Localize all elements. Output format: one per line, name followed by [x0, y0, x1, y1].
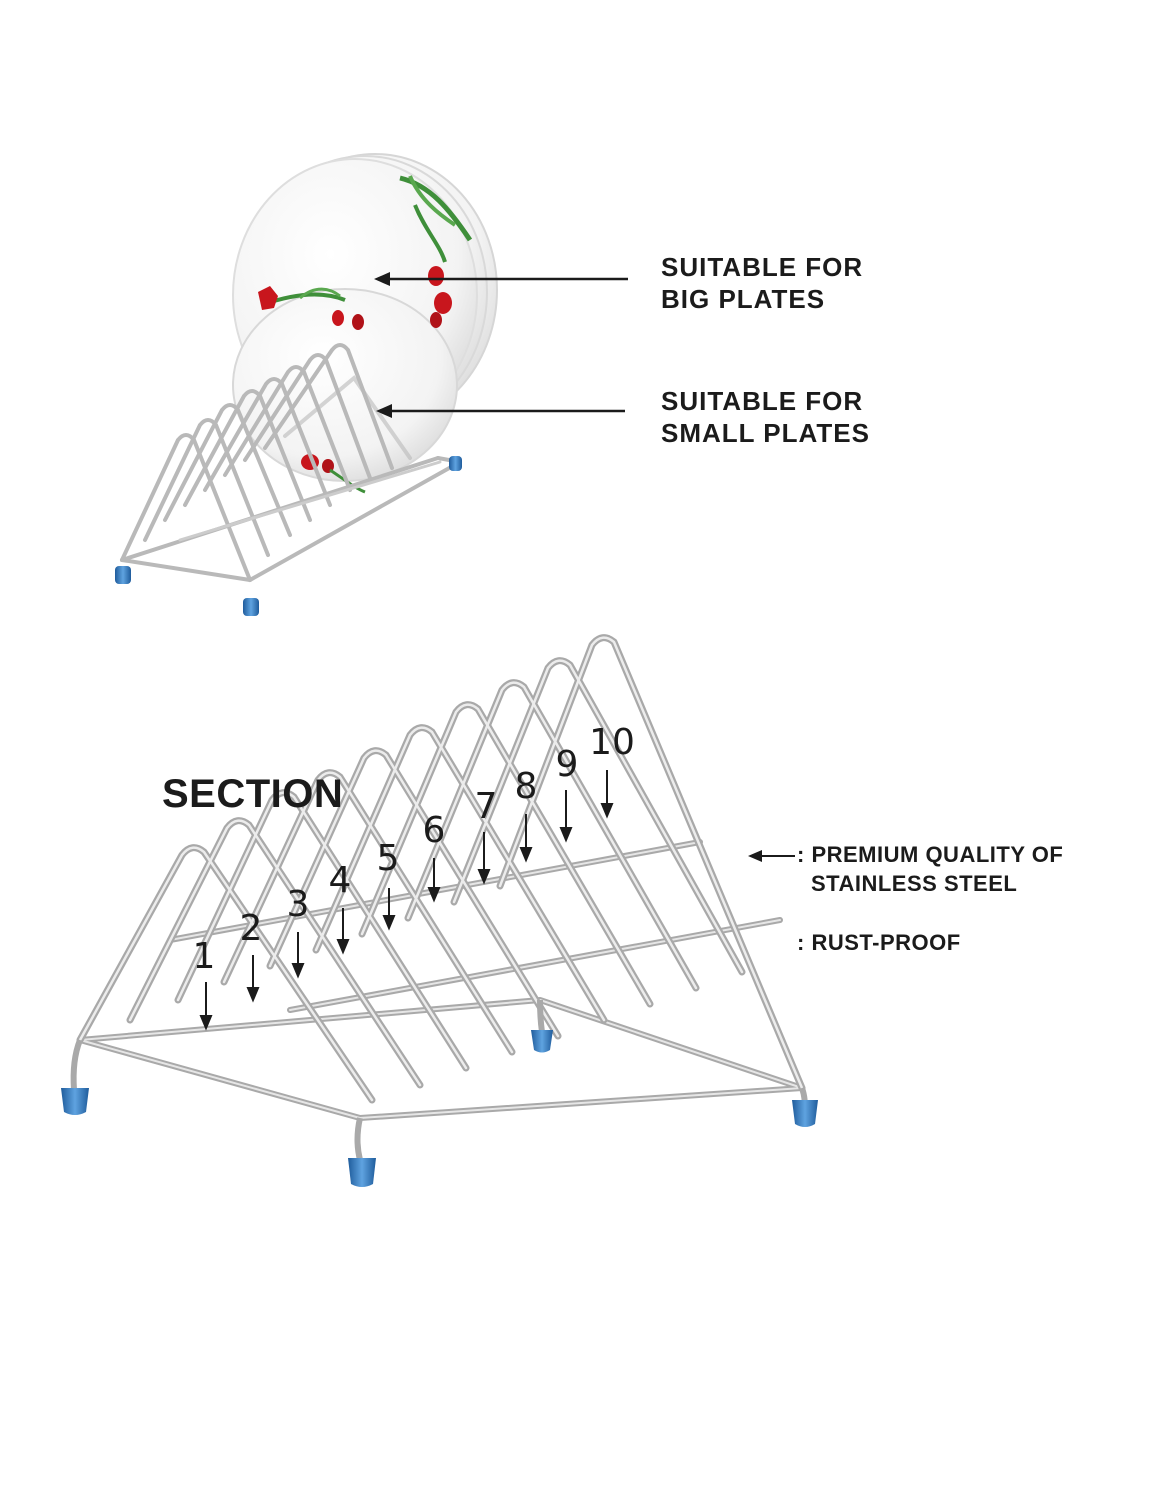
small-plates-callout-line2: SMALL PLATES: [661, 417, 870, 448]
slot-arrow-6: [427, 858, 441, 903]
slot-number-4: 4: [328, 860, 352, 901]
slot-number-2: 2: [239, 908, 263, 949]
slot-arrow-2: [246, 955, 260, 1003]
slot-arrow-3: [291, 932, 305, 979]
section-title: SECTION: [162, 772, 344, 816]
foot-back-right: [792, 1100, 818, 1127]
small-plates-callout-line1: SUITABLE FOR: [661, 386, 864, 416]
slot-number-1: 1: [192, 936, 216, 977]
slot-number-5: 5: [376, 838, 400, 879]
big-plate-arrow: [374, 272, 628, 286]
slot-arrow-10: [600, 770, 614, 819]
slot-arrows: [199, 770, 614, 1031]
foot-front-right: [348, 1158, 376, 1187]
small-plate-arrow: [376, 404, 625, 418]
floral-pattern: [258, 175, 473, 494]
rust-proof-feature: : RUST-PROOF: [797, 929, 961, 958]
premium-quality-arrow: [748, 850, 795, 862]
slot-number-7: 7: [474, 786, 498, 827]
slot-number-6: 6: [422, 810, 446, 851]
foot-back-left: [531, 1030, 553, 1053]
slot-arrow-7: [477, 832, 491, 885]
slot-arrow-9: [559, 790, 573, 843]
big-plates-callout: SUITABLE FOR BIG PLATES: [661, 252, 863, 315]
slot-arrow-5: [382, 888, 396, 931]
big-plates-callout-line1: SUITABLE FOR: [661, 252, 864, 282]
premium-quality-line1: : PREMIUM QUALITY OF: [797, 842, 1064, 867]
small-plates-callout: SUITABLE FOR SMALL PLATES: [661, 386, 870, 449]
slot-number-3: 3: [286, 884, 310, 925]
slot-arrow-8: [519, 814, 533, 863]
section-rack-feet: [61, 999, 818, 1187]
slot-arrow-1: [199, 982, 213, 1031]
slot-number-8: 8: [514, 766, 538, 807]
plates-in-rack-photo: [115, 153, 498, 616]
slot-number-9: 9: [555, 744, 579, 785]
small-rack-feet: [115, 456, 462, 616]
slot-number-10: 10: [589, 722, 635, 763]
rust-proof-line1: : RUST-PROOF: [797, 930, 961, 955]
premium-quality-line2: STAINLESS STEEL: [811, 870, 1018, 896]
foot-front-left: [61, 1088, 89, 1115]
premium-quality-feature: : PREMIUM QUALITY OF STAINLESS STEEL: [797, 841, 1063, 898]
big-plates-callout-line2: BIG PLATES: [661, 283, 826, 314]
small-rack-wireframe: [120, 343, 462, 582]
section-rack-wireframe: [76, 634, 806, 1121]
slot-arrow-4: [336, 908, 350, 955]
